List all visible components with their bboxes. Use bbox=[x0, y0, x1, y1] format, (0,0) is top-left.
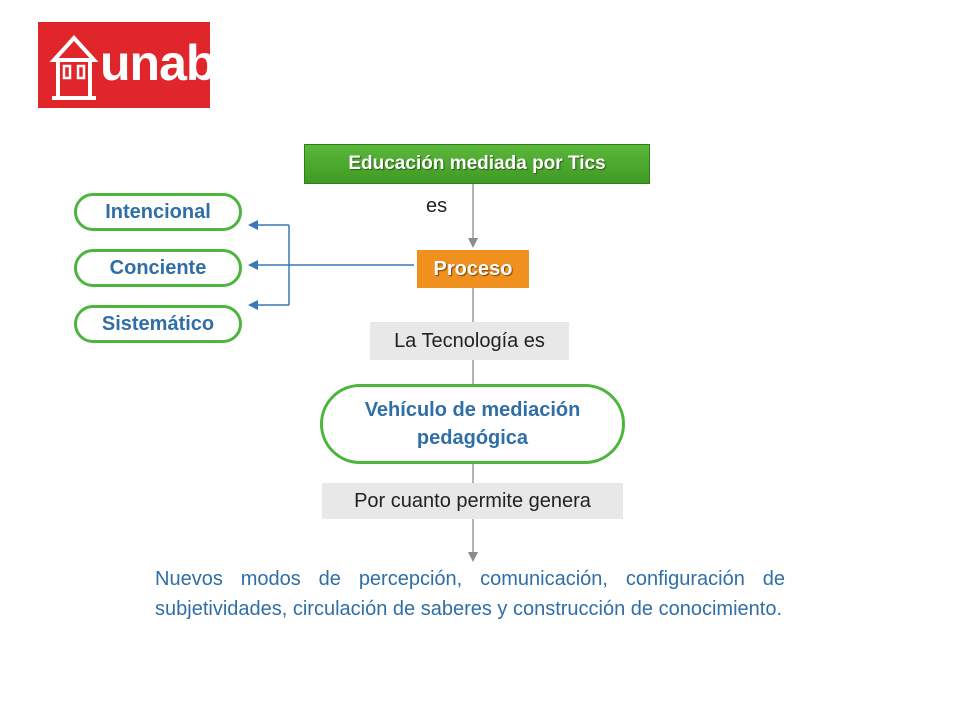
node-vehiculo-mediacion: Vehículo de mediación pedagógica bbox=[320, 384, 625, 464]
unab-logo: unab bbox=[38, 22, 210, 108]
logo-wordmark: unab bbox=[100, 35, 210, 91]
vehicle-line-2: pedagógica bbox=[416, 427, 529, 449]
node-intencional: Intencional bbox=[74, 193, 242, 231]
node-conciente: Conciente bbox=[74, 249, 242, 287]
link-label-tecnologia: La Tecnología es bbox=[370, 322, 569, 360]
conclusion-text: Nuevos modos de percepción, comunicación… bbox=[155, 568, 785, 620]
node-proceso: Proceso bbox=[417, 250, 529, 288]
node-educacion-tics: Educación mediada por Tics bbox=[304, 144, 650, 184]
link-label-es: es bbox=[426, 195, 448, 217]
building-icon bbox=[49, 35, 99, 100]
link-label-por-cuanto: Por cuanto permite genera bbox=[322, 483, 623, 519]
vehicle-line-1: Vehículo de mediación bbox=[364, 399, 581, 421]
node-sistematico: Sistemático bbox=[74, 305, 242, 343]
